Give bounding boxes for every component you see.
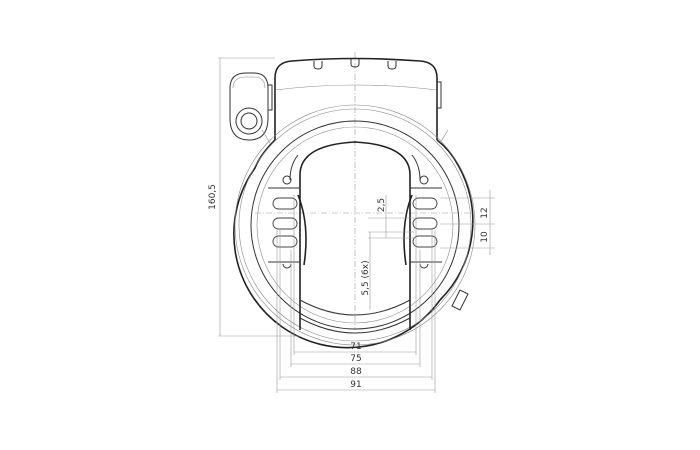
dim-label-75: 75: [350, 354, 361, 364]
locking-slots: [272, 197, 438, 248]
dim-label-2-5: 2,5: [377, 198, 387, 212]
center-lines: [255, 52, 470, 330]
shackle-opening: [268, 141, 442, 334]
dim-label-91: 91: [350, 380, 361, 390]
dim-label-88: 88: [350, 367, 362, 377]
dim-label-71: 71: [350, 342, 361, 352]
dimension-widths: 71 75 88 91: [276, 195, 436, 393]
dim-label-height: 160,5: [208, 184, 218, 210]
dim-label-12: 12: [480, 207, 490, 218]
dimension-height: 160,5: [208, 57, 300, 337]
dimension-slots: 2,5 5,5 (6x): [361, 195, 415, 310]
dim-label-10: 10: [480, 231, 490, 243]
lock-ring: [233, 104, 476, 349]
dimension-right: 12 10: [440, 190, 495, 255]
key-cylinder: [229, 72, 273, 141]
lock-body-top: [274, 57, 442, 140]
dim-label-5-5-6x: 5,5 (6x): [361, 260, 371, 295]
